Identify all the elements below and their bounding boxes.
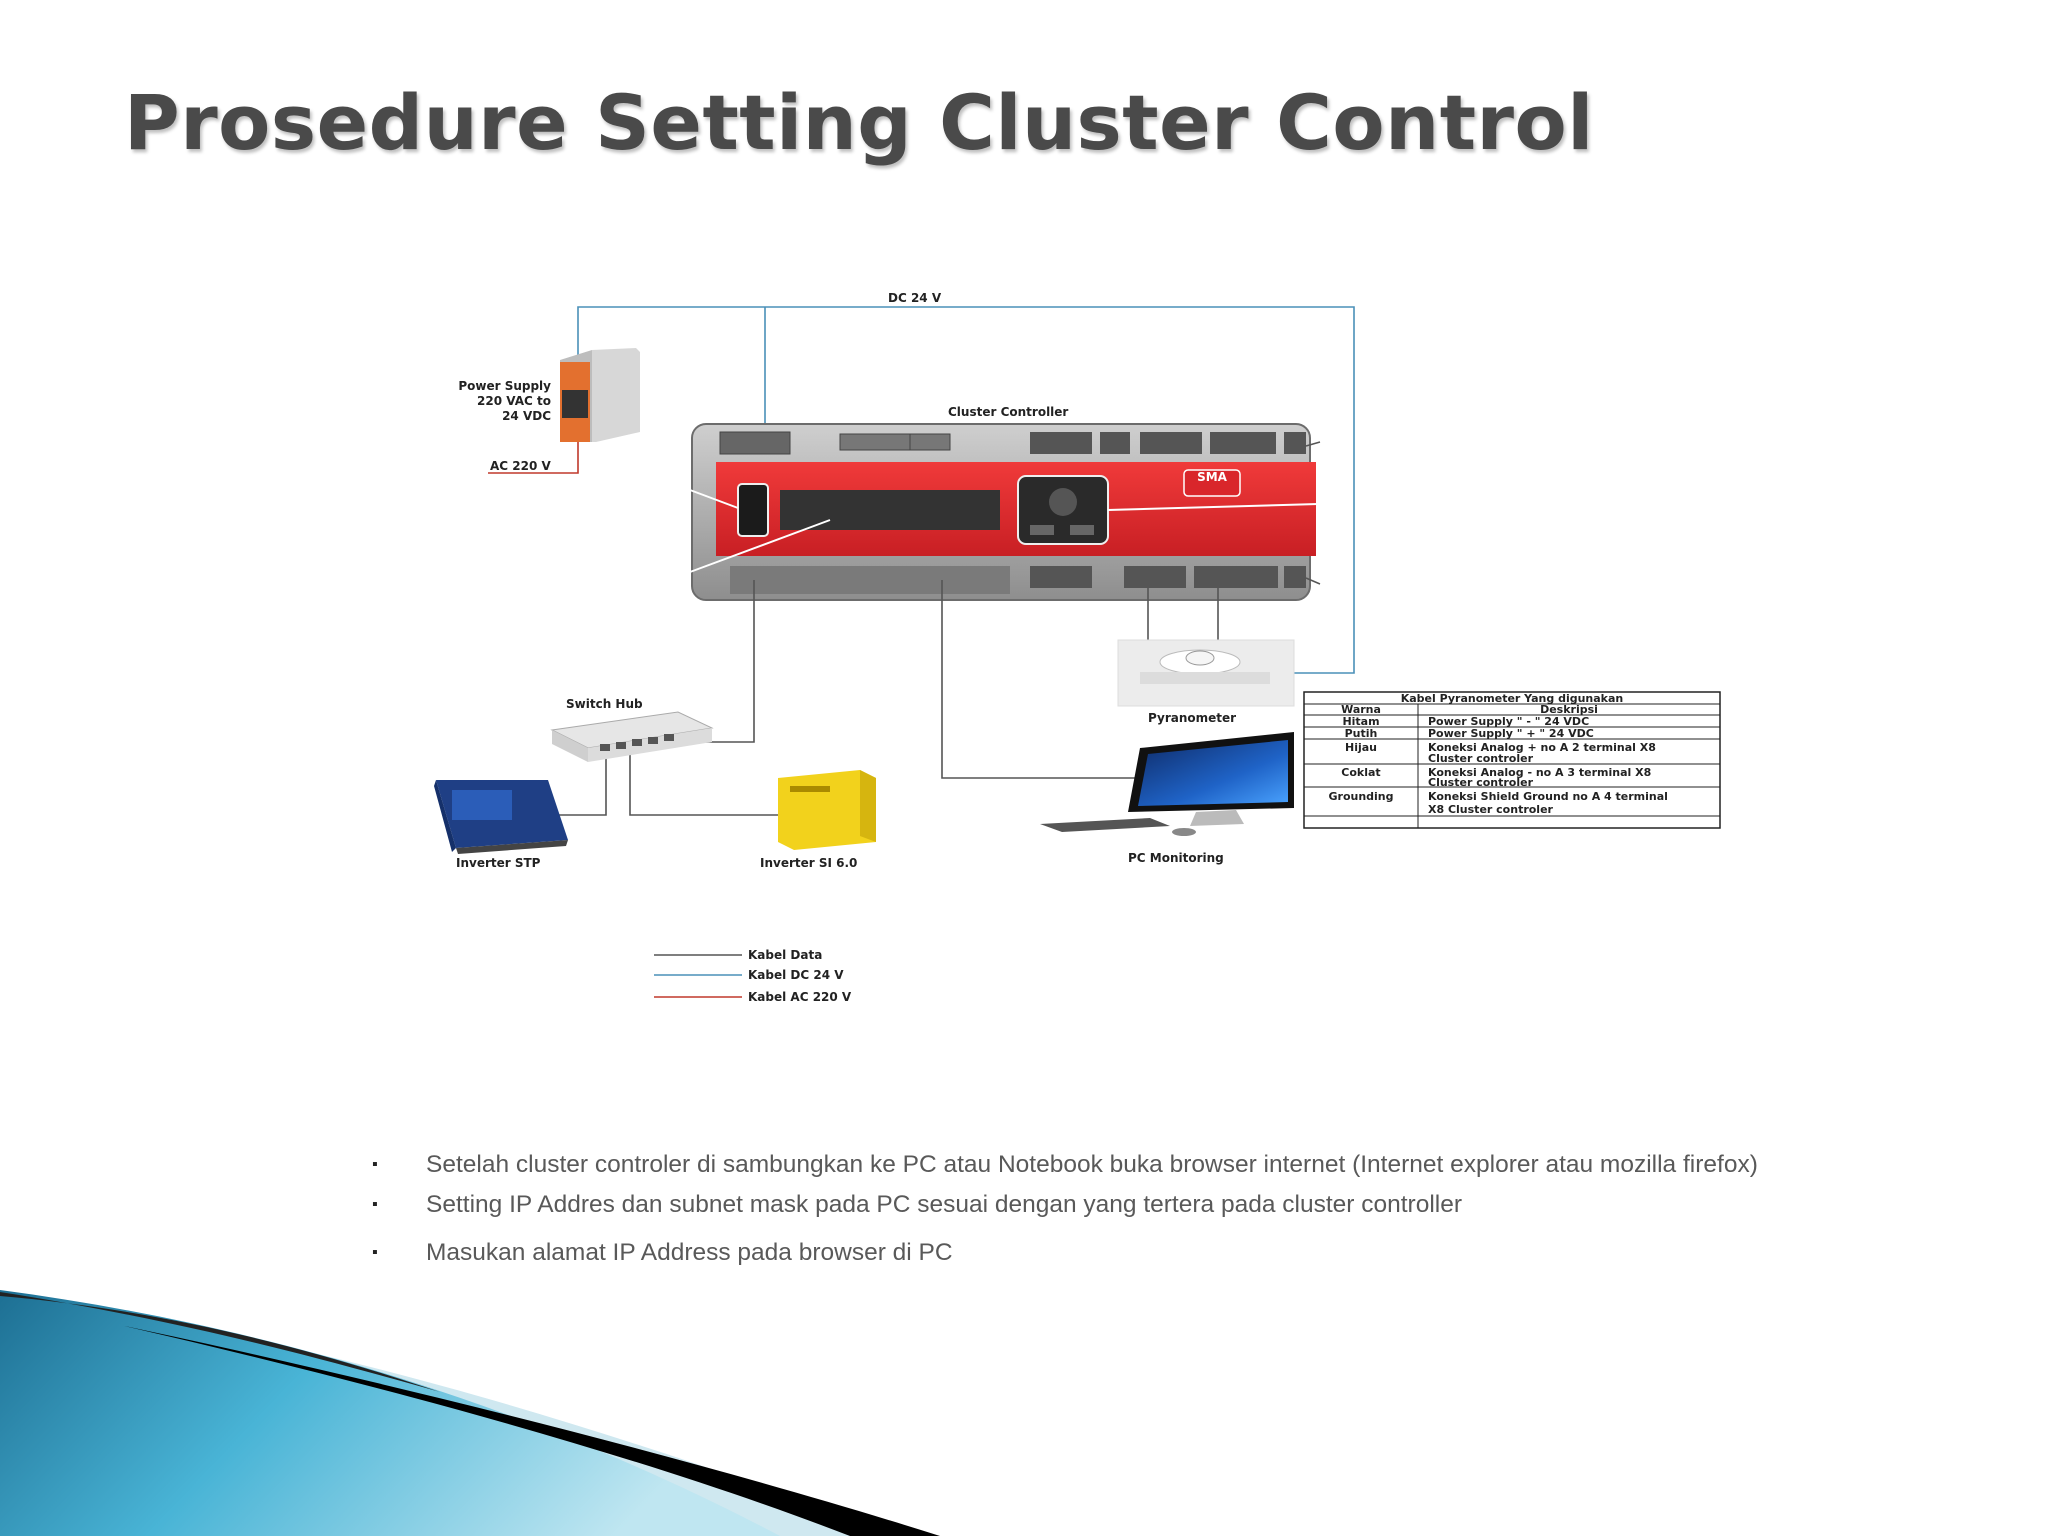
controller-label: Cluster Controller [948, 405, 1068, 419]
table-row-4-desc-1: Koneksi Analog - no A 3 terminal X8 [1428, 766, 1651, 779]
table-row-3-warna: Hijau [1345, 741, 1377, 754]
table-row-5-warna: Grounding [1328, 790, 1393, 803]
power-supply-label-2: 220 VAC to [477, 394, 551, 408]
table-row-5-desc-1: Koneksi Shield Ground no A 4 terminal [1428, 790, 1668, 803]
pc-label: PC Monitoring [1128, 851, 1224, 865]
inverter-stp-device [434, 780, 568, 854]
power-supply-label-3: 24 VDC [502, 409, 551, 423]
table-row-3-desc-2: Cluster controler [1428, 752, 1534, 765]
controller-brand: SMA [1197, 470, 1228, 484]
table-row-2-warna: Putih [1345, 727, 1378, 740]
legend-label-dc: Kabel DC 24 V [748, 968, 844, 982]
pyranometer-cable-table: Kabel Pyranometer Yang digunakan Warna D… [1303, 691, 1721, 829]
ac-label: AC 220 V [490, 459, 551, 473]
table-row-1-desc: Power Supply " - " 24 VDC [1428, 715, 1589, 728]
dc-label: DC 24 V [888, 291, 942, 305]
legend-label-ac: Kabel AC 220 V [748, 990, 852, 1004]
table-header-warna: Warna [1341, 703, 1381, 716]
inverter-si-label: Inverter SI 6.0 [760, 856, 857, 870]
pc-monitoring-device [1040, 732, 1294, 836]
bullet-list: Setelah cluster controler di sambungkan … [372, 1145, 1758, 1273]
bottom-wave-decoration [0, 1290, 940, 1536]
inverter-stp-label: Inverter STP [456, 856, 541, 870]
cluster-controller-device: SMA [689, 423, 1321, 601]
table-row-4-warna: Coklat [1341, 766, 1380, 779]
ac-cable [488, 442, 579, 474]
table-row-4-desc-2: Cluster controler [1428, 776, 1534, 789]
bullet-item-2: Setting IP Addres dan subnet mask pada P… [372, 1185, 1758, 1225]
table-row-2-desc: Power Supply " + " 24 VDC [1428, 727, 1594, 740]
table-title: Kabel Pyranometer Yang digunakan [1401, 692, 1624, 705]
pyranometer-label: Pyranometer [1148, 711, 1236, 725]
inverter-si-device [778, 770, 876, 850]
slide-title: Prosedure Setting Cluster Control [124, 78, 1594, 167]
table-header-deskripsi: Deskripsi [1540, 703, 1598, 716]
bullet-item-3: Masukan alamat IP Address pada browser d… [372, 1233, 1758, 1273]
bullet-item-1: Setelah cluster controler di sambungkan … [372, 1145, 1758, 1185]
table-row-1-warna: Hitam [1342, 715, 1379, 728]
switch-label: Switch Hub [566, 697, 643, 711]
cable-legend: Kabel Data Kabel DC 24 V Kabel AC 220 V [654, 948, 852, 1004]
power-supply-device [560, 348, 640, 442]
dc-cable [577, 306, 1355, 674]
data-cables [556, 580, 1219, 816]
legend-label-data: Kabel Data [748, 948, 822, 962]
table-row-5-desc-2: X8 Cluster controler [1428, 803, 1554, 816]
switch-hub-device [550, 711, 714, 762]
pyranometer-device [1117, 639, 1295, 707]
table-row-3-desc-1: Koneksi Analog + no A 2 terminal X8 [1428, 741, 1656, 754]
power-supply-label-1: Power Supply [458, 379, 551, 393]
